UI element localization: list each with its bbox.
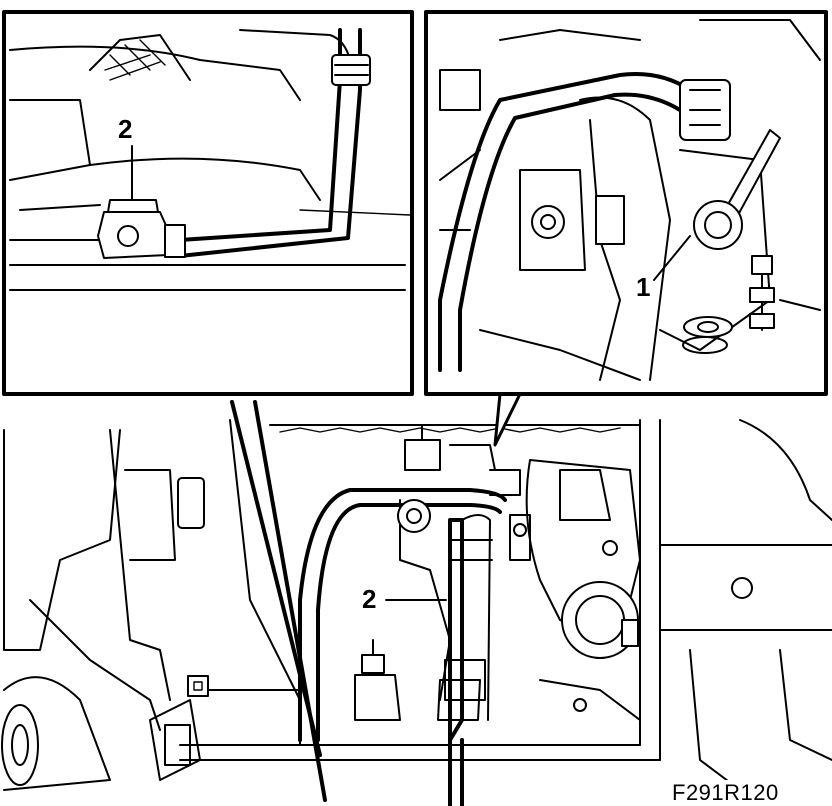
left-inset-callout-2: 2 [118, 114, 132, 144]
right-inset-pointer [493, 392, 522, 447]
right-inset-callout-1: 1 [636, 272, 650, 302]
left-inset: 2 [2, 10, 414, 802]
figure-code: F291R120 [672, 780, 779, 805]
figure-code-background [664, 780, 824, 804]
main-engine-view [1, 419, 832, 806]
left-inset-pointer-right [253, 400, 327, 802]
main-callout-2: 2 [362, 584, 376, 614]
right-inset-leader-line [653, 235, 691, 281]
right-inset: 1 [424, 10, 828, 447]
right-inset-frame [424, 10, 828, 396]
